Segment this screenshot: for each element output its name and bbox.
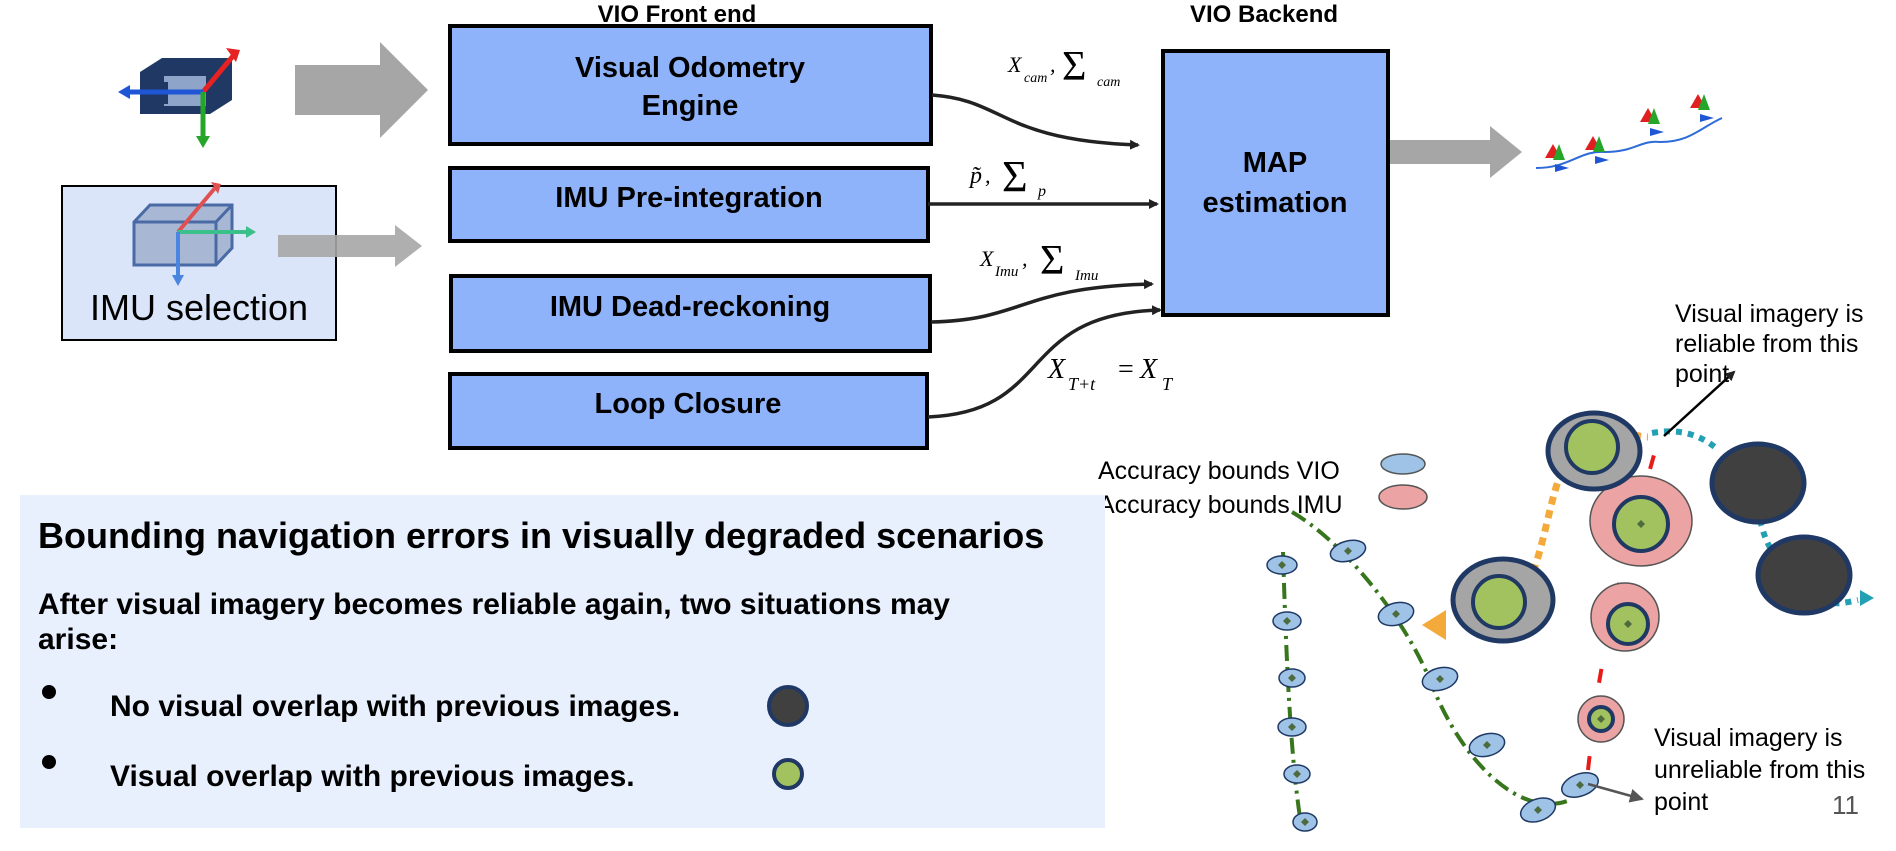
vio-ellipse [1277, 717, 1307, 737]
vio-ellipse [1266, 555, 1298, 575]
trajectory-left-dashed [1281, 551, 1304, 831]
imu-bound-large [1589, 475, 1693, 567]
vio-ellipse [1377, 601, 1415, 627]
vio-ellipse [1421, 666, 1459, 692]
vio-ellipse [1561, 772, 1599, 798]
loop-to-backend-connector [927, 305, 1162, 419]
cam-sigma-subscript: cam [1097, 75, 1120, 90]
panel-subtitle: After visual imagery becomes reliable ag… [38, 588, 950, 656]
explanation-panel: Bounding navigation errors in visually d… [20, 495, 1105, 828]
imu-selection-label: IMU selection [90, 287, 308, 328]
vo-to-backend-connector [931, 93, 1140, 150]
loop-lhs-symbol: X [1047, 354, 1066, 385]
vio-ellipse [1272, 611, 1302, 631]
bullet-dot [42, 685, 56, 699]
visual-odometry-label-line1: Visual Odometry [575, 52, 805, 84]
cam-comma: , [1050, 52, 1056, 77]
unreliable-annotation-line1: Visual imagery is [1654, 724, 1843, 752]
reliable-annotation-line2: reliable from this [1675, 330, 1858, 358]
vio-node-overlap-2 [1545, 410, 1643, 492]
pre-comma: , [985, 163, 991, 188]
map-estimation-label-line1: MAP [1243, 147, 1307, 179]
map-estimation-label-line2: estimation [1202, 187, 1347, 219]
legend-imu-label: Accuracy bounds IMU [1098, 491, 1343, 519]
imu-bound-small [1577, 695, 1625, 743]
unreliable-annotation: Visual imagery is unreliable from this p… [1654, 724, 1865, 816]
legend-vio-ellipse [1380, 453, 1426, 475]
legend-imu-ellipse [1378, 484, 1428, 510]
camera-icon [118, 48, 240, 148]
backend-title: VIO Backend [1190, 1, 1338, 28]
dark-circle-icon [767, 685, 809, 727]
panel-title: Bounding navigation errors in visually d… [38, 515, 1045, 556]
orange-arrowhead-icon [1422, 610, 1446, 640]
vio-ellipse [1519, 797, 1557, 823]
reliable-annotation-line3: point [1675, 360, 1729, 388]
unreliable-pointer-arrow [1587, 782, 1644, 803]
imu-x-subscript: Imu [994, 264, 1018, 280]
imu-comma: , [1022, 246, 1028, 271]
legend-vio-label: Accuracy bounds VIO [1098, 457, 1340, 485]
imu-edge-label: X Imu , Σ Imu [979, 238, 1098, 284]
backend-to-trajectory-arrow [1390, 126, 1522, 178]
dark-node-2 [1755, 534, 1853, 616]
loop-rhs-subscript: T [1162, 374, 1174, 394]
map-estimation-box: MAP estimation [1161, 49, 1390, 317]
loop-edge-label: X T+t = X T [1047, 354, 1174, 394]
imu-sigma-subscript: Imu [1074, 268, 1098, 284]
cam-sigma-symbol: Σ [1062, 44, 1086, 90]
cam-edge-label: X cam , Σ cam [1007, 44, 1120, 90]
loop-closure-box: Loop Closure [448, 372, 929, 450]
reliable-annotation: Visual imagery is reliable from this poi… [1675, 300, 1864, 388]
visual-odometry-box: Visual Odometry Engine [448, 24, 933, 146]
imu-sigma-symbol: Σ [1040, 238, 1064, 284]
imu-preintegration-label: IMU Pre-integration [555, 182, 822, 214]
vio-ellipse [1283, 764, 1311, 784]
loop-equals: = [1118, 354, 1134, 385]
vio-ellipse [1468, 732, 1506, 758]
cam-x-subscript: cam [1024, 71, 1047, 86]
vio-uncertainty-ellipses [1266, 539, 1599, 832]
bullet-no-overlap-text: No visual overlap with previous images. [110, 690, 681, 723]
trajectory-icon [1535, 94, 1723, 172]
camera-to-frontend-arrow [295, 42, 428, 138]
reliable-pointer-arrow [1663, 370, 1736, 437]
imu-preintegration-box: IMU Pre-integration [448, 166, 930, 243]
dark-node-1 [1709, 441, 1807, 525]
unreliable-annotation-line2: unreliable from this [1654, 756, 1865, 784]
loop-rhs-symbol: X [1139, 354, 1158, 385]
pre-p-symbol: p̃ [968, 163, 982, 189]
loop-closure-label: Loop Closure [595, 388, 782, 420]
reliable-annotation-line1: Visual imagery is [1675, 300, 1864, 328]
imu-bound-medium [1590, 582, 1660, 652]
unreliable-annotation-line3: point [1654, 788, 1708, 816]
vio-ellipse [1329, 539, 1367, 563]
pre-sigma-subscript: p [1037, 183, 1046, 200]
imu-icon [132, 182, 256, 286]
green-circle-icon [772, 758, 804, 790]
preint-edge-label: p̃ , Σ p [968, 152, 1046, 201]
vio-ellipse [1278, 668, 1306, 688]
loop-lhs-subscript: T+t [1068, 374, 1096, 394]
imu-to-frontend-arrow [278, 225, 422, 267]
bullet-overlap-text: Visual overlap with previous images. [110, 760, 635, 793]
vio-ellipse [1292, 812, 1318, 832]
imu-selection-box: IMU selection [61, 182, 337, 341]
deadreck-to-backend-connector [930, 279, 1154, 324]
cam-x-symbol: X [1007, 52, 1023, 77]
vio-node-overlap-1 [1450, 556, 1556, 644]
imu-dead-reckoning-label: IMU Dead-reckoning [550, 291, 830, 323]
imu-x-symbol: X [979, 246, 995, 271]
pre-sigma-symbol: Σ [1002, 152, 1028, 201]
visual-odometry-label-line2: Engine [642, 90, 739, 122]
page-number: 11 [1832, 790, 1859, 820]
imu-dead-reckoning-box: IMU Dead-reckoning [449, 274, 932, 353]
teal-arrowhead-icon [1860, 590, 1874, 606]
frontend-title: VIO Front end [598, 1, 757, 28]
bullet-dot [42, 755, 56, 769]
